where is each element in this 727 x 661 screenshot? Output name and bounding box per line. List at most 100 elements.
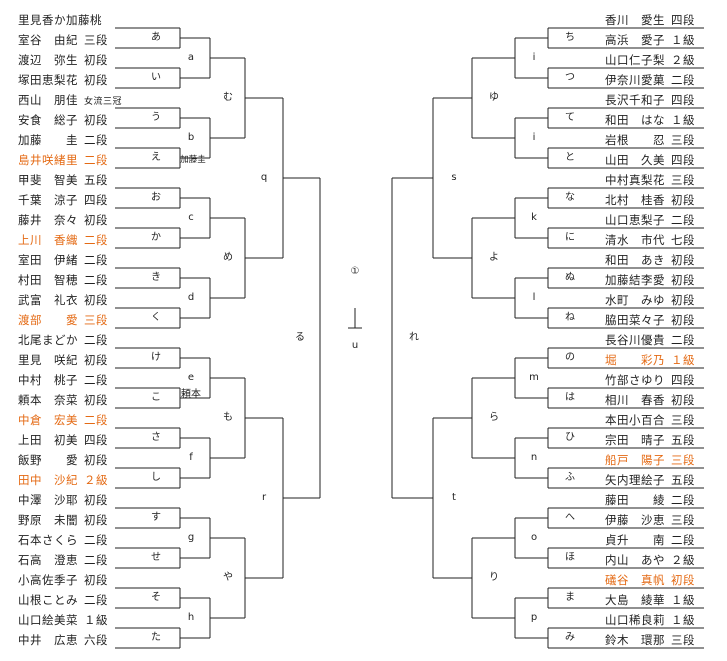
player-rank: 初段 xyxy=(671,393,695,407)
left-r1-label: く xyxy=(151,312,161,323)
right-player-entry: 北村 桂香初段 xyxy=(605,192,695,208)
player-name: 水町 みゆ xyxy=(605,293,665,307)
player-name: 相川 春香 xyxy=(605,393,665,407)
right-r1-label: て xyxy=(565,112,575,123)
player-rank: 二段 xyxy=(84,333,108,347)
player-rank: 五段 xyxy=(671,433,695,447)
left-r2-winner-b: 加藤圭 xyxy=(180,155,206,165)
left-r1-label: い xyxy=(151,72,161,83)
player-rank: 初段 xyxy=(84,73,108,87)
right-r2-label: l xyxy=(532,292,536,303)
left-player-entry: 室谷 由紀三段 xyxy=(18,32,108,48)
right-r4-label: s xyxy=(451,172,457,183)
right-player-entry: 鈴木 環那三段 xyxy=(605,632,695,648)
right-player-entry: 伊奈川愛菓二段 xyxy=(605,72,695,88)
player-name: 脇田菜々子 xyxy=(605,313,665,327)
player-name: 大島 綾華 xyxy=(605,593,665,607)
left-player-entry: 小高佐季子初段 xyxy=(18,572,108,588)
player-rank: 二段 xyxy=(84,273,108,287)
right-player-entry: 清水 市代七段 xyxy=(605,232,695,248)
player-name: 里見香か加藤桃 xyxy=(18,13,102,27)
left-player-entry: 塚田恵梨花初段 xyxy=(18,72,108,88)
left-r4-label: q xyxy=(260,172,268,183)
player-rank: 初段 xyxy=(671,293,695,307)
left-r3-label: も xyxy=(223,412,233,423)
player-name: 船戸 陽子 xyxy=(605,453,665,467)
player-rank: １級 xyxy=(671,613,695,627)
left-player-entry: 上川 香織二段 xyxy=(18,232,108,248)
player-name: 加藤 圭 xyxy=(18,133,78,147)
right-r2-label: i xyxy=(532,132,536,143)
right-player-entry: 礒谷 真帆初段 xyxy=(605,572,695,588)
player-rank: 三段 xyxy=(671,133,695,147)
left-player-entry: 里見 咲紀初段 xyxy=(18,352,108,368)
left-r1-label: け xyxy=(151,352,161,363)
right-player-entry: 本田小百合三段 xyxy=(605,412,695,428)
right-r1-label: の xyxy=(565,352,575,363)
player-name: 里見 咲紀 xyxy=(18,353,78,367)
right-r2-label: o xyxy=(530,532,538,543)
left-player-entry: 島井咲緒里二段 xyxy=(18,152,108,168)
player-rank: 二段 xyxy=(84,133,108,147)
right-r1-label: は xyxy=(565,392,575,403)
right-player-entry: 和田 あき初段 xyxy=(605,252,695,268)
left-player-entry: 山根ことみ二段 xyxy=(18,592,108,608)
left-player-entry: 北尾まどか二段 xyxy=(18,332,108,348)
left-r2-winner-e: 頼本 xyxy=(181,389,201,400)
right-r2-label: n xyxy=(530,452,538,463)
player-rank: 初段 xyxy=(671,313,695,327)
player-name: 上田 初美 xyxy=(18,433,78,447)
right-r4-label: t xyxy=(452,492,456,503)
left-player-entry: 西山 朋佳女流三冠 xyxy=(18,92,122,108)
player-name: 千葉 涼子 xyxy=(18,193,78,207)
player-rank: 初段 xyxy=(84,353,108,367)
player-rank: 四段 xyxy=(671,373,695,387)
player-name: 山口恵梨子 xyxy=(605,213,665,227)
player-name: 本田小百合 xyxy=(605,413,665,427)
player-name: 藤田 綾 xyxy=(605,493,665,507)
left-r3-label: や xyxy=(223,572,233,583)
player-name: 清水 市代 xyxy=(605,233,665,247)
player-name: 高浜 愛子 xyxy=(605,33,665,47)
player-rank: 二段 xyxy=(84,553,108,567)
player-rank: 初段 xyxy=(84,293,108,307)
right-r2-label: p xyxy=(530,612,538,623)
player-name: 室谷 由紀 xyxy=(18,33,78,47)
player-name: 北村 桂香 xyxy=(605,193,665,207)
player-rank: 二段 xyxy=(671,333,695,347)
right-r1-label: つ xyxy=(565,72,575,83)
player-name: 山口絵美菜 xyxy=(18,613,78,627)
left-r1-label: す xyxy=(151,512,161,523)
player-rank: 三段 xyxy=(84,33,108,47)
left-r1-label: お xyxy=(151,192,161,203)
player-name: 堀 彩乃 xyxy=(605,353,665,367)
left-r1-label: き xyxy=(151,272,161,283)
player-rank: １級 xyxy=(84,613,108,627)
left-r1-label: そ xyxy=(151,592,161,603)
player-rank: 初段 xyxy=(84,453,108,467)
player-rank: 初段 xyxy=(84,213,108,227)
right-player-entry: 宗田 晴子五段 xyxy=(605,432,695,448)
player-name: 西山 朋佳 xyxy=(18,93,78,107)
player-rank: 初段 xyxy=(671,253,695,267)
player-name: 中村 桃子 xyxy=(18,373,78,387)
left-r1-label: う xyxy=(151,112,161,123)
player-name: 岩根 忍 xyxy=(605,133,665,147)
left-player-entry: 千葉 涼子四段 xyxy=(18,192,108,208)
left-player-entry: 上田 初美四段 xyxy=(18,432,108,448)
player-name: 小高佐季子 xyxy=(18,573,78,587)
player-name: 田中 沙紀 xyxy=(18,473,78,487)
player-name: 伊藤 沙恵 xyxy=(605,513,665,527)
player-rank: 三段 xyxy=(671,513,695,527)
right-r3-label: ら xyxy=(489,412,499,423)
player-rank: ２級 xyxy=(671,553,695,567)
player-name: 宗田 晴子 xyxy=(605,433,665,447)
player-name: 村田 智穂 xyxy=(18,273,78,287)
player-name: 室田 伊緒 xyxy=(18,253,78,267)
left-r4-label: r xyxy=(261,492,267,503)
player-rank: 女流三冠 xyxy=(84,97,123,107)
player-name: 中倉 宏美 xyxy=(18,413,78,427)
